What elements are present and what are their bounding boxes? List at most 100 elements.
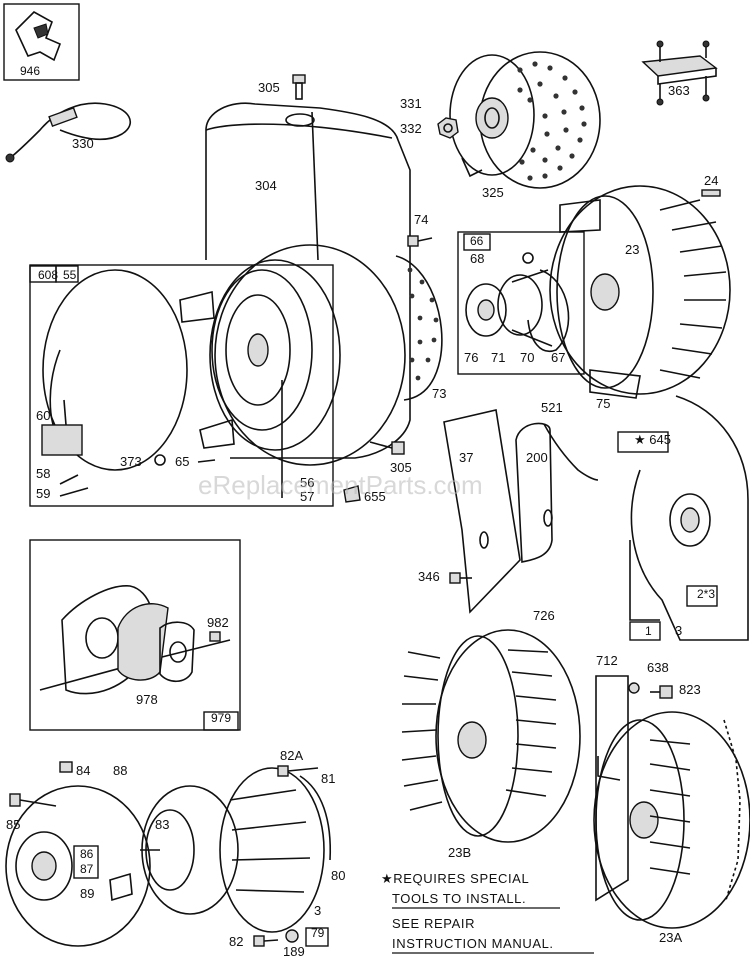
ignition-box-66 (457, 231, 585, 375)
part-label-65: 65 (175, 454, 189, 469)
part-label-89: 89 (80, 886, 94, 901)
part-23-flywheel (549, 185, 731, 399)
part-label-946: 946 (20, 64, 40, 78)
part-label-373: 373 (120, 454, 142, 469)
part-label-304: 304 (255, 178, 277, 193)
part-74-bolt (407, 235, 433, 247)
part-305-bolt-lower (369, 441, 405, 455)
part-label-23B: 23B (448, 845, 471, 860)
starter-assembly-box-608 (29, 264, 334, 507)
part-88-starter-cover (5, 785, 151, 947)
part-label-84: 84 (76, 763, 90, 778)
part-label-331: 331 (400, 96, 422, 111)
part-label-645: ★ 645 (634, 432, 671, 447)
part-200-baffle (515, 422, 553, 564)
part-label-74: 74 (414, 212, 428, 227)
part-label-79: 79 (311, 926, 325, 940)
part-label-70: 70 (520, 350, 534, 365)
part-label-3: 3 (675, 623, 682, 638)
part-645-armature (617, 395, 749, 641)
part-label-305: 305 (390, 460, 412, 475)
part-label-87: 87 (80, 862, 94, 876)
part-label-305: 305 (258, 80, 280, 95)
part-304-blower-housing (205, 102, 411, 466)
part-label-55: 55 (63, 268, 77, 282)
part-label-330: 330 (72, 136, 94, 151)
part-label-23: 23 (625, 242, 639, 257)
part-label-726: 726 (533, 608, 555, 623)
part-label-82A: 82A (280, 748, 303, 763)
watermark-text: eReplacementParts.com (198, 470, 483, 500)
part-82-screw (253, 935, 279, 947)
part-label-23: 2*3 (697, 587, 715, 601)
part-638-washer (628, 682, 640, 694)
part-655-clip (343, 485, 361, 503)
part-label-58: 58 (36, 466, 50, 481)
part-label-346: 346 (418, 569, 440, 584)
part-80-starter-housing (219, 767, 332, 947)
part-label-325: 325 (482, 185, 504, 200)
part-label-67: 67 (551, 350, 565, 365)
part-823-bolt (650, 685, 673, 699)
part-label-1: 1 (645, 624, 652, 638)
part-82a-bolt (277, 765, 319, 777)
part-label-80: 80 (331, 868, 345, 883)
part-325-rotating-screen (449, 51, 601, 189)
part-label-73: 73 (432, 386, 446, 401)
part-label-823: 823 (679, 682, 701, 697)
part-label-200: 200 (526, 450, 548, 465)
part-label-57: 57 (300, 489, 314, 504)
part-label-59: 59 (36, 486, 50, 501)
part-73-screen (395, 255, 443, 401)
part-label-24: 24 (704, 173, 718, 188)
part-label-521: 521 (541, 400, 563, 415)
part-label-37: 37 (459, 450, 473, 465)
part-label-76: 76 (464, 350, 478, 365)
part-726-flywheel (401, 629, 581, 843)
part-label-88: 88 (113, 763, 127, 778)
part-346-screw (449, 572, 472, 584)
part-946-clip (3, 3, 80, 81)
part-label-979: 979 (211, 711, 231, 725)
part-label-982: 982 (207, 615, 229, 630)
part-label-655: 655 (364, 489, 386, 504)
part-189-washer (285, 929, 299, 943)
part-363-bracket (641, 40, 718, 106)
part-label-608: 608 (38, 268, 58, 282)
part-84-plug (59, 761, 73, 773)
note-line-4: INSTRUCTION MANUAL. (392, 936, 554, 951)
part-label-82: 82 (229, 934, 243, 949)
part-24-flywheel-key (701, 189, 721, 197)
part-37-air-guide (443, 409, 521, 614)
part-label-60: 60 (36, 408, 50, 423)
part-label-71: 71 (491, 350, 505, 365)
part-label-81: 81 (321, 771, 335, 786)
part-label-56: 56 (300, 475, 314, 490)
part-521-wire (543, 423, 599, 481)
part-label-363: 363 (668, 83, 690, 98)
carburetor-box-979 (29, 539, 241, 731)
part-305-bolt-top (292, 74, 306, 100)
part-label-68: 68 (470, 251, 484, 266)
part-label-189: 189 (283, 944, 305, 959)
part-label-66: 66 (470, 234, 484, 248)
part-label-75: 75 (596, 396, 610, 411)
part-label-978: 978 (136, 692, 158, 707)
part-330-ground-wire (5, 102, 132, 163)
part-83-starter-pulley (140, 785, 239, 915)
part-label-712: 712 (596, 653, 618, 668)
note-line-2: TOOLS TO INSTALL. (392, 891, 526, 906)
part-label-85: 85 (6, 817, 20, 832)
part-label-638: 638 (647, 660, 669, 675)
part-label-23A: 23A (659, 930, 682, 945)
part-332-nut (437, 117, 459, 139)
part-label-83: 83 (155, 817, 169, 832)
note-line-1: ★REQUIRES SPECIAL (381, 871, 529, 886)
part-label-3: 3 (314, 903, 321, 918)
part-label-86: 86 (80, 847, 94, 861)
part-label-332: 332 (400, 121, 422, 136)
